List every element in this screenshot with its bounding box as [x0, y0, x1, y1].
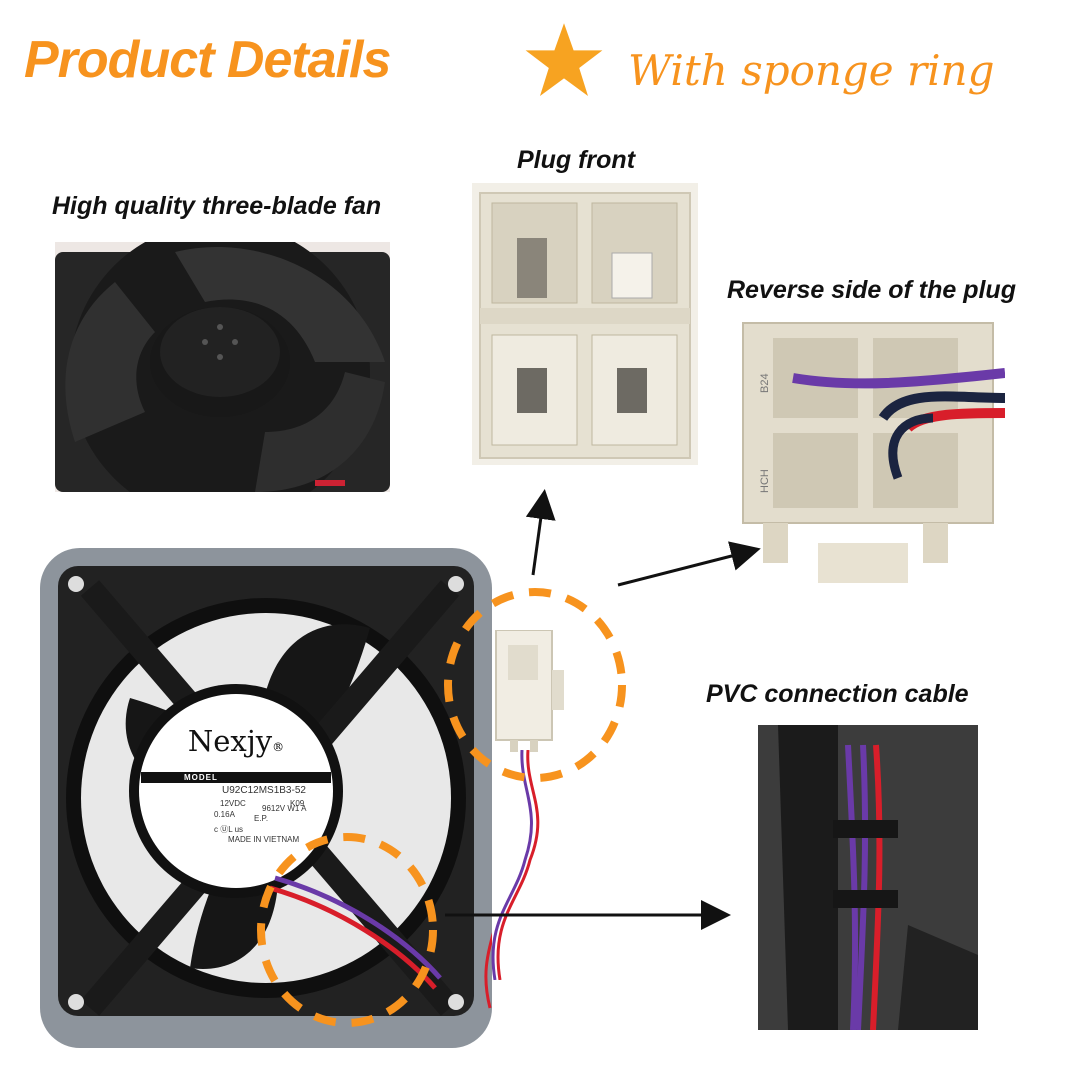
model-label: MODEL	[184, 773, 218, 782]
registered-mark: ®	[272, 740, 285, 754]
plug-front-label: Plug front	[517, 146, 636, 174]
star-icon	[525, 23, 603, 97]
main-fan-photo: Nexjy® MODEL U92C12MS1B3-52 K09 12VDC 0.…	[40, 548, 492, 1048]
plug-front-photo	[472, 183, 698, 465]
fan-blade-photo	[55, 242, 390, 492]
current-rating: 0.16A	[214, 810, 235, 819]
plug-marking-side: HCH	[759, 469, 771, 493]
model-number: U92C12MS1B3-52	[222, 785, 306, 796]
page-title: Product Details	[24, 31, 391, 89]
plug-reverse-label: Reverse side of the plug	[727, 276, 1016, 304]
fan-wires	[491, 750, 540, 980]
cable-highlight-circle	[257, 833, 437, 1027]
model-rev: K09	[290, 799, 305, 808]
origin-mark: MADE IN VIETNAM	[228, 835, 300, 844]
fan-blade-label: High quality three-blade fan	[52, 192, 382, 220]
plug-highlight-circle	[444, 588, 626, 782]
ep-mark: E.P.	[254, 814, 269, 823]
feature-tagline: With sponge ring	[628, 46, 995, 95]
voltage-rating: 12VDC	[220, 799, 246, 808]
ul-mark: c ⓊL us	[214, 825, 244, 834]
fan-brand: Nexjy®	[160, 724, 312, 758]
arrow-to-plug-front	[525, 489, 556, 576]
fan-brand-name: Nexjy	[187, 724, 273, 758]
plug-reverse-photo: B24 HCH	[733, 318, 1005, 586]
code-mark: 9612V W1 A	[262, 804, 307, 813]
plug-marking-top: B24	[759, 373, 771, 393]
cable-label: PVC connection cable	[706, 680, 969, 708]
cable-photo	[758, 725, 978, 1030]
fan-plug	[492, 630, 568, 752]
